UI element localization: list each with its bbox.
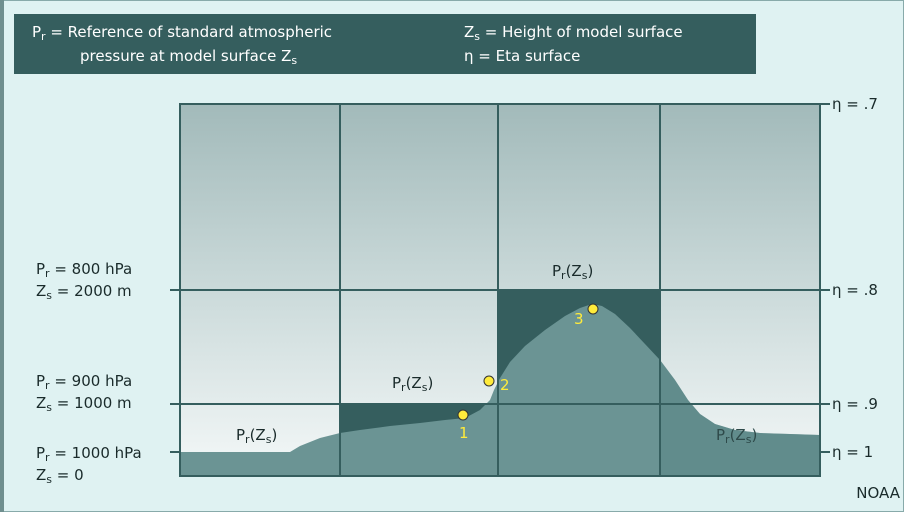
point-2-label: 2 (500, 376, 510, 394)
pr-1000-label: Pr = 1000 hPa (36, 444, 142, 464)
surface-points (457, 303, 599, 421)
zs-definition: Zs = Height of model surface (464, 23, 683, 43)
pr-800-label: Pr = 800 hPa (36, 260, 133, 280)
point-3-label: 3 (574, 310, 584, 328)
zs-2000-label: Zs = 2000 m (36, 282, 132, 302)
right-step-overlay (660, 290, 820, 476)
pr-zs-label-left: Pr(Zs) (236, 426, 278, 446)
noaa-credit: NOAA (856, 484, 900, 502)
eta-07-label: η = .7 (832, 95, 878, 113)
pr-zs-label-middle: Pr(Zs) (392, 374, 434, 394)
pr-zs-label-top: Pr(Zs) (552, 262, 594, 282)
eta-definition: η = Eta surface (464, 47, 581, 65)
zs-0-label: Zs = 0 (36, 466, 84, 486)
point-2-marker (483, 375, 495, 387)
pr-definition-line2: pressure at model surface Zs (80, 47, 298, 67)
legend-header: Pr = Reference of standard atmospheric p… (14, 14, 756, 74)
eta-1-label: η = 1 (832, 443, 874, 461)
pr-definition-line1: Pr = Reference of standard atmospheric (32, 23, 333, 43)
pr-900-label: Pr = 900 hPa (36, 372, 133, 392)
point-1-label: 1 (459, 424, 469, 442)
pr-zs-label-right: Pr(Zs) (716, 426, 758, 446)
zs-1000-label: Zs = 1000 m (36, 394, 132, 414)
point-1-marker (457, 409, 469, 421)
grid-lines (170, 103, 830, 477)
eta-09-label: η = .9 (832, 395, 878, 413)
eta-08-label: η = .8 (832, 281, 878, 299)
point-3-marker (587, 303, 599, 315)
